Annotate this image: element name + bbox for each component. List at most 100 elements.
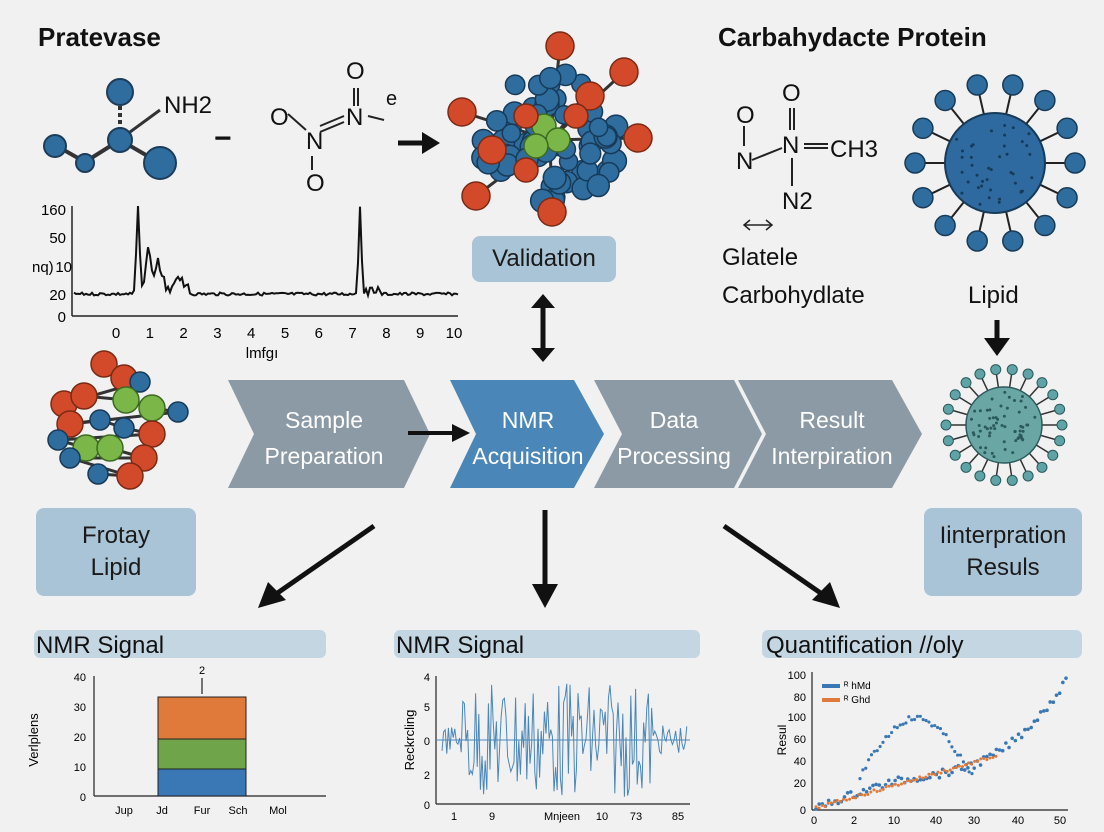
scatter-point-blue: [864, 790, 869, 794]
virus-spike-tip: [1034, 89, 1056, 112]
section-title-middle: NMR Signal: [396, 632, 525, 659]
lipid-atom: [96, 434, 124, 462]
scatter-point-blue: [950, 745, 954, 749]
spectrum-xtick: 1: [146, 325, 154, 342]
pipeline-step-2-line2: Acquisition: [472, 443, 583, 469]
right-chem-bonds: [743, 108, 828, 186]
lipid-label: Lipid: [968, 282, 1019, 309]
virus2-spike-tip: [990, 474, 1002, 486]
virus2-texture: [1007, 395, 1011, 399]
validation-label: Validation: [492, 244, 596, 272]
pipeline-step-3-line1: Data: [650, 407, 699, 433]
virus-texture: [998, 197, 1002, 201]
virus2-texture: [978, 429, 982, 433]
virus-texture: [1005, 152, 1009, 156]
virus2-texture: [988, 434, 992, 438]
wave-ytick-0: 4: [424, 672, 430, 684]
scatter-xtick-7: 50: [1054, 815, 1066, 827]
pipeline-step-2-shape: [450, 380, 604, 488]
lipid-atom: [116, 462, 144, 490]
scatter-ylabel: Resul: [775, 725, 789, 756]
virus2-texture: [988, 416, 992, 420]
scatter-point-blue: [1051, 700, 1056, 705]
scatter-point-blue: [826, 798, 831, 803]
scatter-point-blue: [1048, 700, 1052, 704]
cluster-atom-red: [545, 31, 575, 61]
scatter-point-orange: [927, 772, 931, 776]
scatter-point-orange: [823, 805, 827, 809]
scatter-point-blue: [892, 725, 897, 729]
chem-right-o-top: O: [782, 80, 801, 107]
virus2-texture: [990, 451, 994, 455]
scatter-point-blue: [933, 723, 937, 728]
scatter-point-blue: [967, 770, 971, 774]
virus-texture: [975, 173, 979, 177]
scatter-point-blue: [875, 749, 879, 753]
virus-spike-tip: [1002, 230, 1024, 252]
virus2-spike-tip: [990, 364, 1002, 376]
lipid-atom: [129, 371, 151, 393]
scatter-point-orange: [967, 761, 971, 765]
virus2-spike-tip: [1036, 377, 1048, 389]
frotay-line1: Frotay: [81, 521, 150, 549]
virus2-texture: [969, 417, 973, 421]
scatter-point-blue: [944, 733, 948, 737]
virus-texture: [1003, 124, 1007, 128]
interp-line2: Resuls: [966, 554, 1040, 581]
scatter-point-blue: [935, 725, 940, 730]
scatter-point-blue: [988, 752, 992, 757]
cluster-atom: [504, 74, 526, 96]
scatter-point-orange: [939, 771, 943, 775]
scatter-point-blue: [872, 749, 876, 753]
scatter-point-blue: [937, 775, 942, 780]
virus2-texture: [1013, 429, 1017, 433]
spectrum-ytick-4: 0: [58, 309, 66, 326]
virus2-texture: [991, 416, 995, 420]
chem-right-n-left: N: [736, 148, 754, 175]
virus2-texture: [1002, 440, 1006, 444]
virus2-texture: [1013, 399, 1017, 403]
virus2-texture: [992, 455, 996, 459]
scatter-point-orange: [887, 784, 891, 788]
workflow-pipeline: Sample Preparation NMR Acquisition Data …: [228, 380, 922, 488]
scatter-point-blue: [869, 753, 874, 757]
scatter-point-blue: [947, 773, 951, 778]
frotay-line2: Lipid: [90, 554, 142, 581]
scatter-point-blue: [941, 732, 945, 736]
scatter-point-orange: [826, 801, 830, 805]
scatter-point-orange: [869, 790, 873, 794]
virus2-spike-tip: [1022, 368, 1034, 380]
pipeline-step-4-line1: Result: [799, 407, 865, 433]
scatter-point-blue: [962, 768, 967, 772]
scatter-point-blue: [930, 724, 934, 728]
lipid-atom: [70, 382, 98, 410]
virus2-texture: [1021, 429, 1025, 433]
amine-molecule-icon: [43, 78, 177, 180]
scatter-point-blue: [861, 787, 866, 792]
scatter-point-blue: [895, 726, 899, 730]
scatter-point-orange: [817, 806, 821, 810]
scatter-point-blue: [1029, 725, 1033, 730]
lipid-atom: [167, 401, 189, 423]
virus-body: [944, 112, 1046, 214]
scatter-xtick-4: 40: [930, 815, 942, 827]
glatele-label: Glatele: [722, 244, 799, 271]
scatter-point-blue: [928, 775, 932, 780]
virus2-texture: [1033, 415, 1037, 419]
cluster-atom-red: [537, 197, 567, 227]
virus-spike-tip: [1056, 186, 1078, 209]
scatter-point-blue: [1007, 745, 1011, 750]
scatter-point-blue: [959, 767, 964, 772]
virus-texture: [971, 143, 975, 147]
scatter-point-blue: [893, 778, 897, 783]
wave-ylabel: Reckrcling: [402, 710, 417, 771]
virus-texture: [1009, 170, 1013, 174]
pipeline-step-1-line2: Preparation: [265, 443, 384, 469]
bar-xtick-3: Fur: [194, 805, 211, 817]
scatter-point-blue: [1054, 693, 1059, 697]
scatter-ytick-2: 100: [788, 712, 806, 724]
virus2-texture: [978, 409, 982, 413]
virus-texture: [1003, 133, 1007, 137]
